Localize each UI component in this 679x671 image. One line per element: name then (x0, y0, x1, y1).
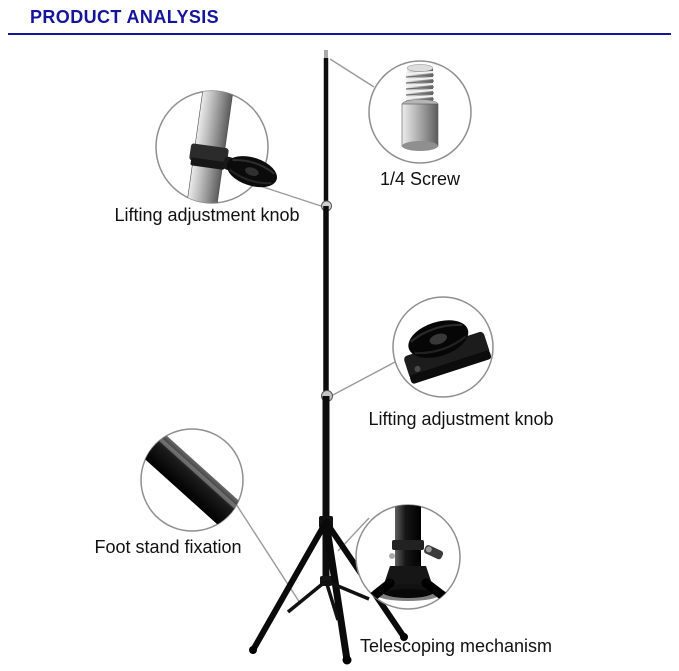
stand-brace-left (286, 579, 328, 614)
stand-foot-left (249, 646, 257, 654)
callout-foot-stand-fixation (140, 428, 244, 532)
stand-foot-right (400, 633, 408, 641)
callout-telescoping-mechanism (355, 504, 461, 610)
callout-lifting-knob-top (155, 90, 278, 204)
callout-label-quarter-screw: 1/4 Screw (379, 169, 461, 189)
header-divider (8, 33, 671, 35)
stand-leg-left (250, 519, 329, 653)
connector-lifting-mid (330, 361, 396, 397)
callout-label-lifting-knob-top: Lifting adjustment knob (114, 205, 300, 225)
lifting-knob-top-knob (222, 156, 278, 188)
page-title: PRODUCT ANALYSIS (30, 7, 220, 27)
stand-brace-front (324, 580, 340, 621)
stand-brace-right (325, 579, 370, 601)
connector-quarter-screw (329, 58, 375, 88)
foot-fixation-detail (141, 429, 243, 531)
stand-top-spigot (324, 50, 328, 60)
callout-quarter-screw (368, 60, 472, 164)
callout-label-foot-stand-fixation: Foot stand fixation (94, 537, 242, 557)
stand-leg-front (322, 518, 351, 664)
light-stand (249, 50, 408, 665)
callout-label-lifting-knob-mid: Lifting adjustment knob (368, 409, 554, 429)
lifting-knob-top-detail (186, 91, 234, 203)
callout-label-telescoping-mechanism: Telescoping mechanism (359, 636, 553, 656)
quarter-screw-detail (401, 64, 439, 151)
stand-foot-front (342, 655, 352, 665)
connector-lifting-top (259, 185, 322, 207)
lifting-knob-mid-detail (404, 320, 492, 384)
callout-lifting-knob-mid (392, 296, 494, 398)
